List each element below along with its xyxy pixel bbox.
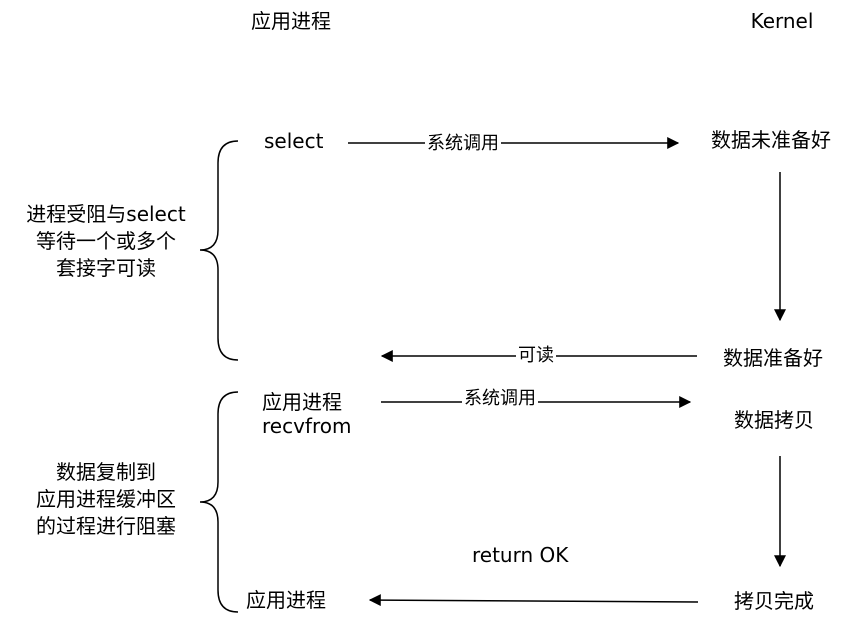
side-note-line: 的过程进行阻塞: [36, 514, 176, 538]
side-note-line: 等待一个或多个: [36, 229, 176, 253]
app-process-header: 应用进程: [251, 9, 331, 33]
recvfrom-line: recvfrom: [262, 414, 352, 438]
phase1-side-note: 进程受阻与select 等待一个或多个 套接字可读: [8, 202, 204, 280]
side-note-line: 数据复制到: [56, 460, 156, 484]
kernel-data-not-ready: 数据未准备好: [711, 128, 831, 152]
kernel-copy-done: 拷贝完成: [734, 589, 814, 613]
syscall-label-2: 系统调用: [462, 388, 538, 410]
return-ok-label: return OK: [472, 543, 569, 567]
kernel-data-copy: 数据拷贝: [734, 408, 814, 432]
side-note-line: 进程受阻与select: [26, 202, 186, 226]
phase2-side-note: 数据复制到 应用进程缓冲区 的过程进行阻塞: [8, 460, 204, 538]
side-note-line: 套接字可读: [56, 256, 156, 280]
side-note-line: 应用进程缓冲区: [36, 487, 176, 511]
recvfrom-call-label: 应用进程 recvfrom: [262, 390, 351, 438]
readable-label: 可读: [516, 345, 556, 367]
syscall-label-1: 系统调用: [425, 133, 501, 155]
kernel-header: Kernel: [750, 9, 814, 33]
arrow-return: [368, 594, 699, 607]
recvfrom-line: 应用进程: [262, 390, 342, 414]
app-process-end: 应用进程: [246, 588, 326, 612]
kernel-data-ready: 数据准备好: [723, 346, 823, 370]
select-call-label: select: [264, 129, 324, 153]
brace-phase1: [199, 140, 239, 361]
brace-phase2: [199, 391, 239, 613]
